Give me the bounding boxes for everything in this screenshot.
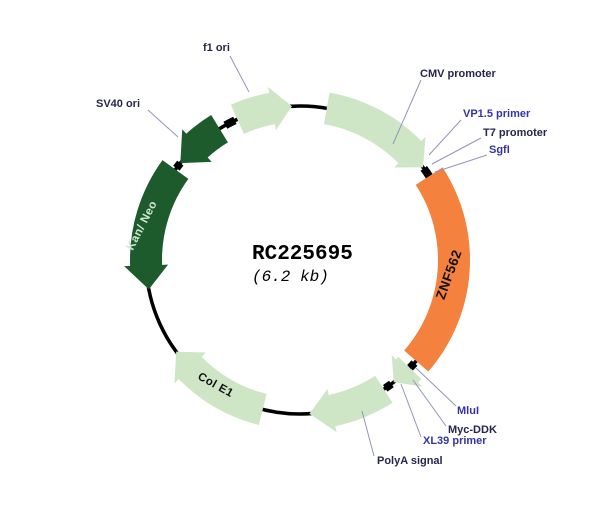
label-polya-signal-leader (361, 410, 375, 457)
feature-myc-ddk-tag (391, 354, 423, 387)
label-xl39-primer-leader (400, 383, 422, 438)
tick-mlui (407, 360, 418, 371)
tick-sgfi-t7 (420, 166, 434, 180)
label-xl39-primer: XL39 primer (423, 435, 487, 447)
plasmid-size: (6.2 kb) (252, 268, 329, 286)
label-cmv-promoter: CMV promoter (420, 68, 497, 80)
label-sv40-ori: SV40 ori (96, 98, 140, 110)
label-t7-promoter-leader (431, 137, 482, 165)
label-mlui-leader (415, 367, 457, 407)
feature-cmv-promoter (323, 92, 426, 168)
label-f1-ori-leader (229, 55, 250, 93)
label-polya-signal: PolyA signal (377, 455, 443, 467)
label-sv40-ori-leader (147, 109, 179, 138)
feature-sv40-ori (180, 115, 228, 164)
label-vp15-primer-leader (428, 119, 462, 156)
feature-polya-signal (309, 375, 393, 433)
feature-f1-ori (230, 86, 292, 134)
feature-kan-neo (124, 160, 189, 290)
plasmid-title: RC225695 (252, 243, 353, 266)
feature-col-e1 (174, 351, 267, 425)
tick-sv40-f1 (223, 116, 237, 129)
label-sgfi: SgfI (489, 144, 510, 156)
label-mlui: MluI (457, 405, 479, 417)
label-f1-ori: f1 ori (203, 42, 230, 54)
label-vp15-primer: VP1.5 primer (463, 108, 531, 120)
tick-kan-sv40 (173, 160, 184, 171)
label-myc-ddk-leader (412, 379, 447, 427)
label-sgfi-leader (434, 154, 488, 173)
tick-xl39 (382, 380, 394, 392)
feature-znf562 (404, 167, 470, 372)
label-myc-ddk: Myc-DDK (448, 424, 497, 436)
label-t7-promoter: T7 promoter (483, 127, 548, 139)
label-cmv-promoter-leader (392, 79, 422, 145)
